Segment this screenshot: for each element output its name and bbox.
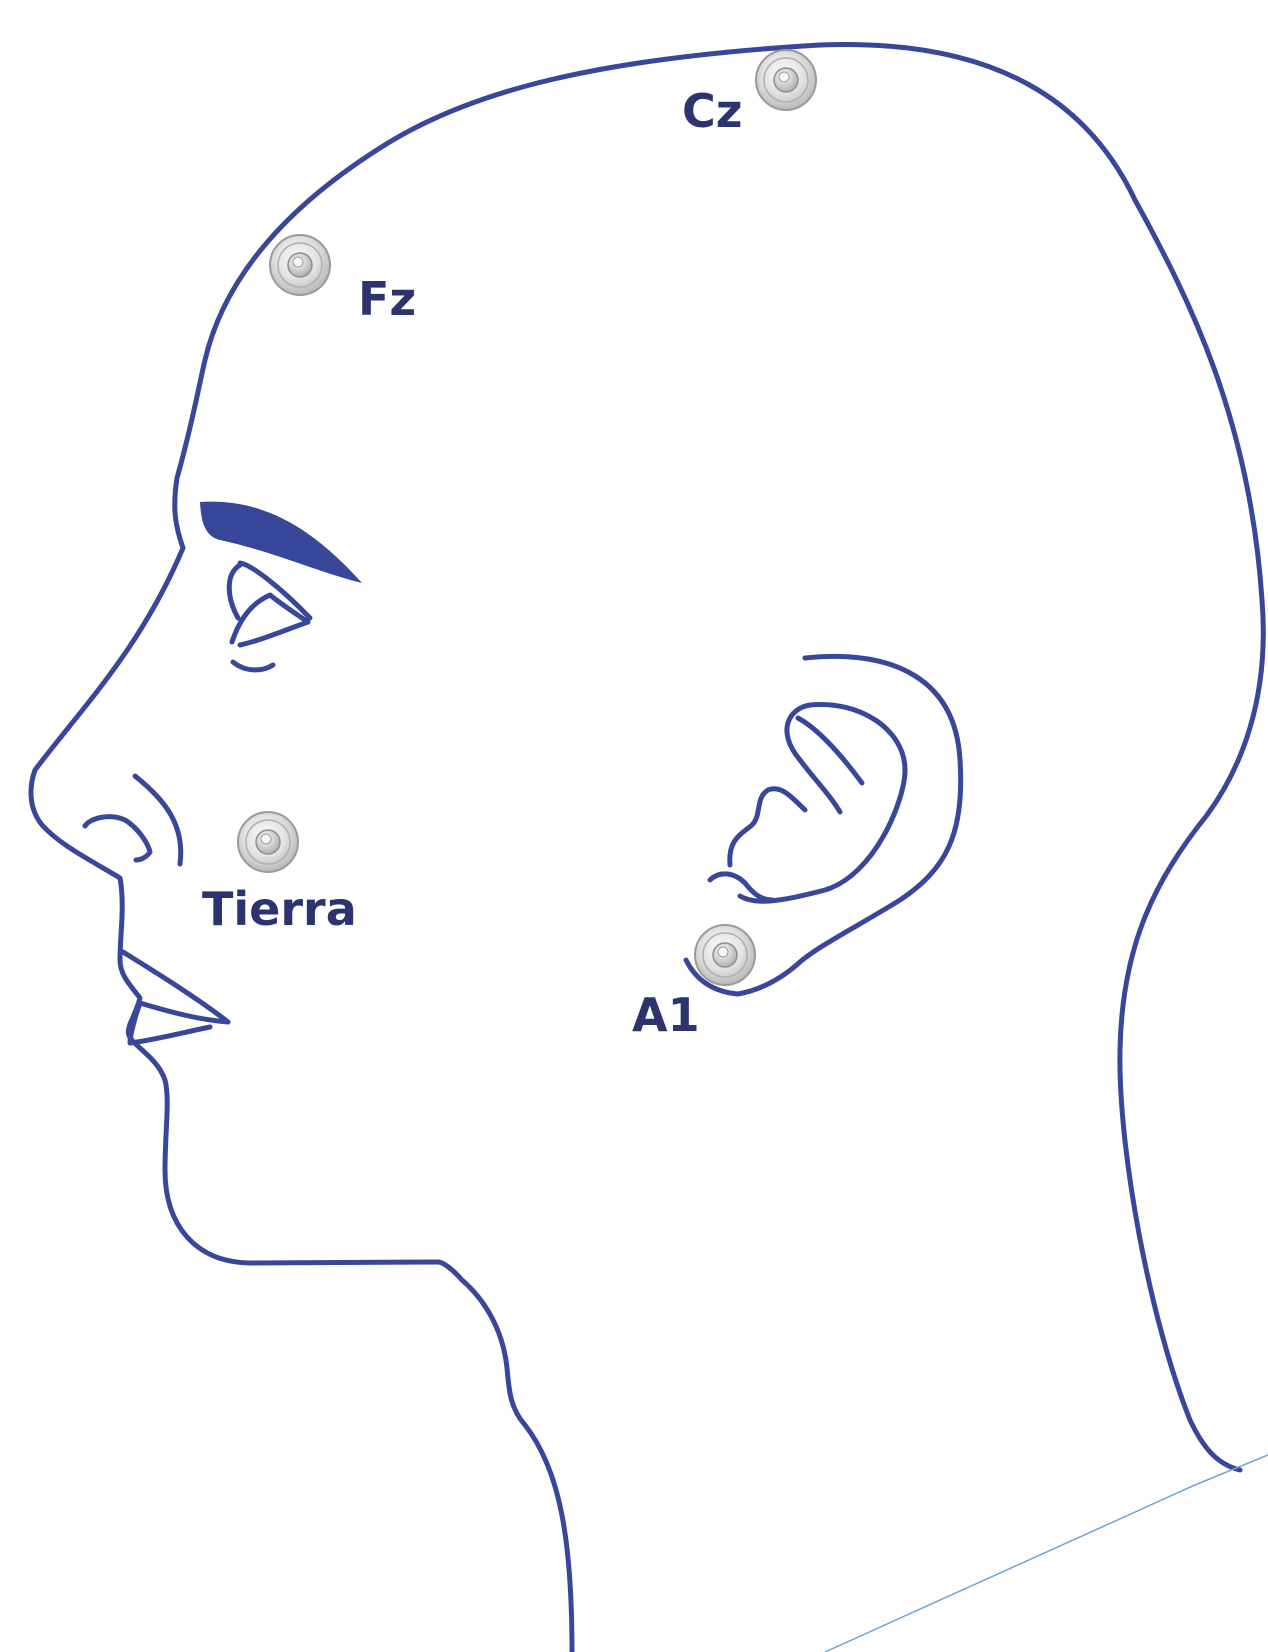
head-outline <box>31 44 1263 1652</box>
electrode-label-cz: Cz <box>682 88 743 134</box>
shoulder-line <box>825 1455 1268 1652</box>
electrode-icon <box>695 925 755 985</box>
electrode-label-a1: A1 <box>632 992 700 1038</box>
eye-lower-lid <box>229 565 240 618</box>
eye-under-line <box>233 662 273 670</box>
nostril <box>85 817 150 860</box>
electrode-label-fz: Fz <box>358 276 416 322</box>
electrode-icon <box>238 812 298 872</box>
electrode-icon <box>756 50 816 110</box>
ear-concha <box>730 789 805 865</box>
electrode-label-ground: Tierra <box>202 886 357 932</box>
cheek-line <box>135 776 181 864</box>
electrode-icon <box>270 235 330 295</box>
eyebrow <box>200 502 362 583</box>
